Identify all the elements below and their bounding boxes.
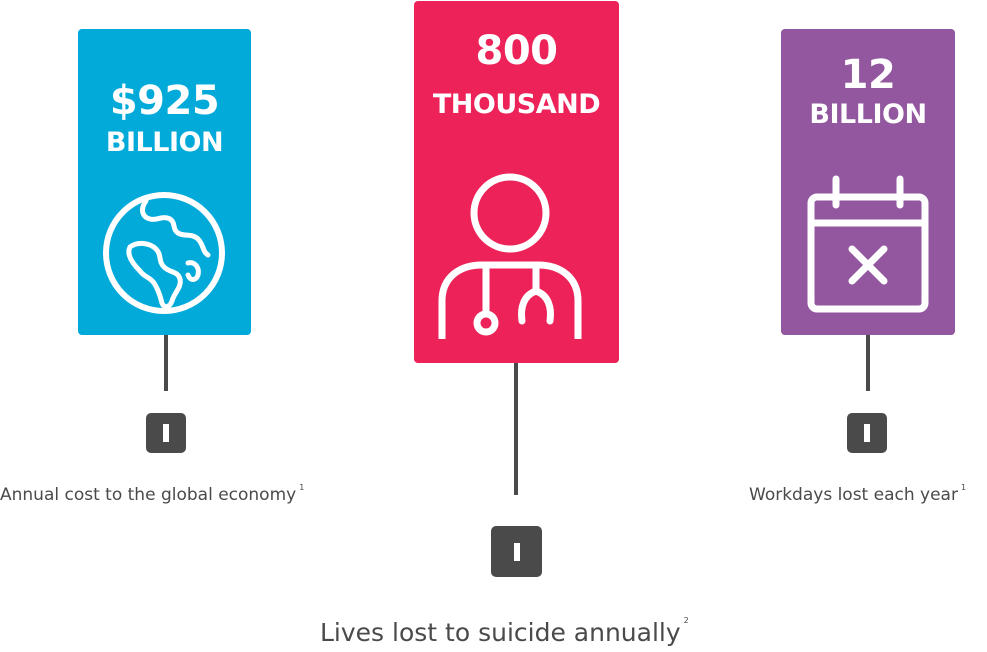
doctor-stethoscope-icon: [438, 173, 582, 339]
globe-icon: [103, 192, 225, 314]
calendar-x-icon: [807, 175, 929, 313]
connector-stem: [164, 335, 168, 391]
caption-text: Workdays lost each year: [749, 485, 958, 505]
stat-card-workdays-lost: 12 BILLION: [781, 29, 955, 335]
footnote-marker: 2: [683, 616, 689, 625]
footnote-marker: 1: [299, 483, 305, 492]
caption-text: Lives lost to suicide annually: [320, 618, 681, 647]
connector-stem: [866, 335, 870, 391]
stat-value: 800: [475, 28, 559, 74]
stat-card-economy-cost: $925 BILLION: [78, 29, 251, 335]
stat-card-suicide-lives: 800 THOUSAND: [414, 1, 619, 363]
connector-stem: [514, 363, 518, 495]
footnote-marker: 1: [960, 483, 967, 492]
stat-unit: BILLION: [105, 127, 224, 158]
marker-icon: [146, 413, 186, 453]
stat-value: 12: [840, 52, 896, 98]
caption-text: Annual cost to the global economy: [0, 485, 297, 505]
marker-icon: [491, 526, 542, 577]
marker-icon: [847, 413, 887, 453]
stat-unit: BILLION: [809, 99, 927, 130]
stat-unit: THOUSAND: [432, 89, 601, 120]
stat-value: $925: [109, 78, 220, 124]
